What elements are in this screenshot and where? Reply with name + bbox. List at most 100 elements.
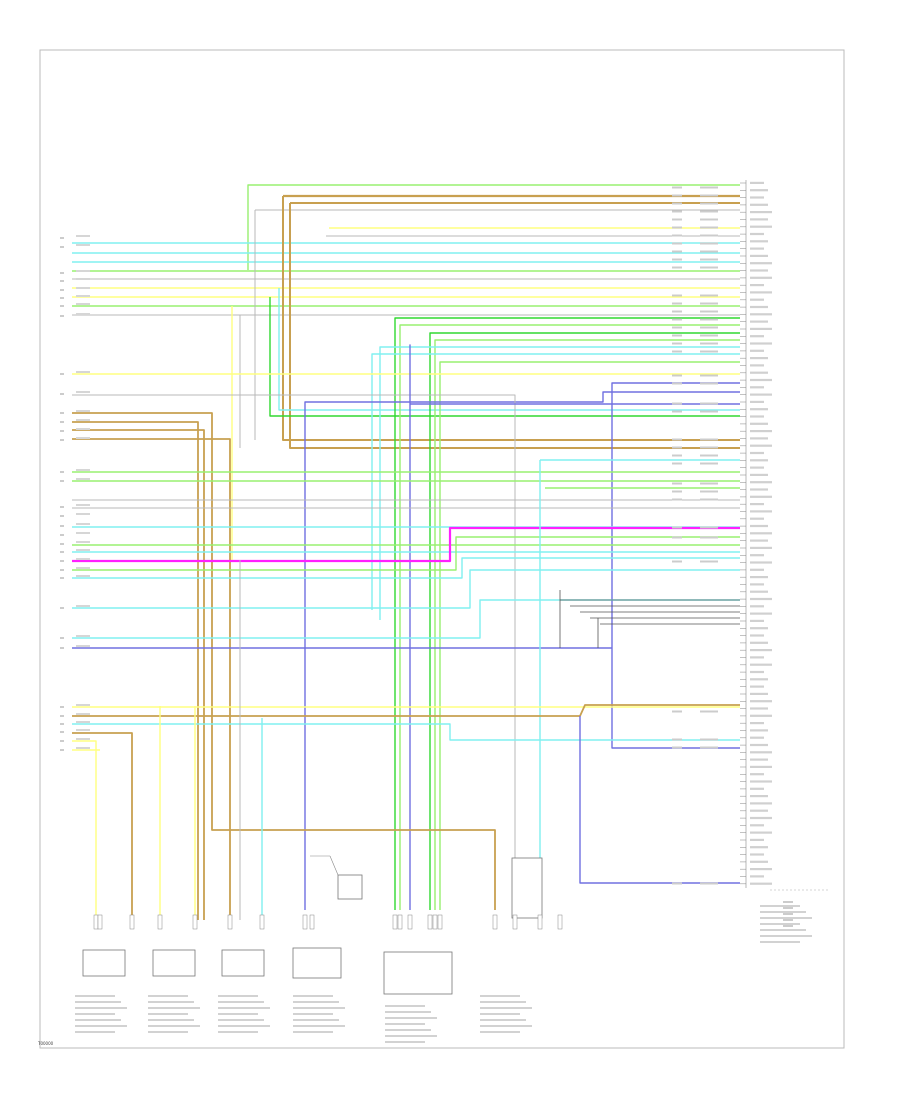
circuit-number [672, 202, 682, 205]
component-caption [75, 1007, 127, 1009]
pin-label [750, 576, 768, 579]
left-label [76, 605, 90, 607]
pin-label [750, 254, 768, 257]
pin-label [750, 634, 764, 637]
left-pin [60, 551, 64, 553]
circuit-number [672, 882, 682, 885]
component-caption [148, 1007, 200, 1009]
circuit-number [672, 250, 682, 253]
component-caption [385, 1041, 425, 1043]
component-caption [293, 1031, 333, 1033]
left-label [76, 391, 90, 393]
left-pin [60, 560, 64, 562]
wire [72, 557, 740, 579]
component-caption [75, 995, 115, 997]
circuit-number [672, 226, 682, 229]
wire [409, 344, 740, 910]
pin-label [750, 795, 768, 798]
component-caption [385, 1023, 425, 1025]
pin-label [750, 685, 764, 688]
terminal [397, 914, 403, 930]
component-caption [480, 1001, 526, 1003]
wire [371, 353, 740, 610]
component-caption [148, 1025, 200, 1027]
wire-color-code [700, 490, 718, 493]
left-pin [60, 430, 64, 432]
circuit-number [672, 350, 682, 353]
left-pin [60, 731, 64, 733]
pin-label [750, 568, 764, 571]
circuit-number [672, 258, 682, 261]
pin-label [750, 714, 772, 717]
wire [282, 196, 740, 441]
left-pin [60, 297, 64, 299]
pin-label [750, 605, 764, 608]
left-pin [60, 471, 64, 473]
component-caption [385, 1035, 437, 1037]
wire [278, 288, 740, 411]
pin-label [750, 313, 772, 316]
left-label [76, 635, 90, 637]
pin-label [750, 284, 764, 287]
terminal [93, 914, 99, 930]
wire [72, 412, 496, 910]
wire [269, 297, 740, 417]
pin-label [750, 619, 764, 622]
wire-color-code [700, 186, 718, 189]
sensor-box [82, 949, 126, 977]
left-pin [60, 607, 64, 609]
component-caption [760, 935, 812, 937]
wire-color-code [700, 250, 718, 253]
terminal [512, 914, 518, 930]
component-caption [385, 1017, 437, 1019]
pin-label [750, 539, 768, 542]
wire-color-code [700, 302, 718, 305]
wire-layer [72, 184, 740, 920]
left-label [76, 549, 90, 551]
circuit-number [672, 342, 682, 345]
component-caption [760, 941, 800, 943]
pin-label [750, 335, 764, 338]
wire-color-code [700, 334, 718, 337]
wire [72, 421, 199, 920]
circuit-number [672, 560, 682, 563]
terminal [97, 914, 103, 930]
left-pin [60, 315, 64, 317]
wire-color-code [700, 202, 718, 205]
circuit-number [672, 454, 682, 457]
pin-label [750, 466, 764, 469]
wire [304, 391, 740, 910]
component-caption [480, 1025, 532, 1027]
terminal [537, 914, 543, 930]
pin-label [750, 561, 772, 564]
pin-label [750, 225, 772, 228]
component-caption [218, 1007, 270, 1009]
component-caption [218, 1013, 258, 1015]
circuit-number [672, 382, 682, 385]
component-caption [760, 929, 806, 931]
wire-color-code [700, 382, 718, 385]
wire [289, 203, 740, 449]
pin-label [750, 751, 772, 754]
wire [72, 740, 97, 920]
component-caption [75, 1013, 115, 1015]
pin-label [750, 597, 772, 601]
wire-color-code [700, 738, 718, 741]
left-pin [60, 706, 64, 708]
pin-label [750, 838, 764, 841]
pin-label [750, 612, 772, 615]
wire-color-code [700, 482, 718, 485]
wire [579, 716, 740, 884]
left-label [76, 558, 90, 560]
wire-color-code [700, 498, 718, 501]
terminal [157, 914, 163, 930]
left-pin [60, 740, 64, 742]
circuit-number [672, 234, 682, 237]
pin-label [750, 415, 764, 418]
left-pin [60, 237, 64, 239]
wire-color-code [700, 560, 718, 563]
wire-color-code [700, 454, 718, 457]
left-pin [60, 439, 64, 441]
pin-label [750, 860, 768, 863]
